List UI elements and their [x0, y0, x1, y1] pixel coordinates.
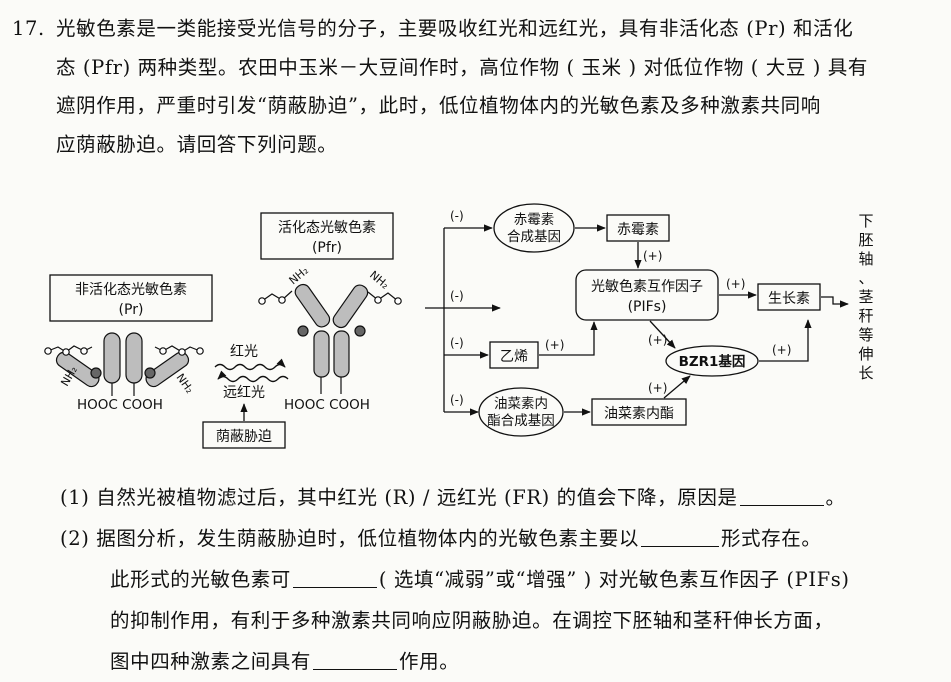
q1-number: (1) — [60, 486, 90, 509]
svg-text:合成基因: 合成基因 — [507, 228, 561, 245]
svg-text:赤霉素: 赤霉素 — [514, 212, 555, 228]
svg-text:光敏色素互作因子: 光敏色素互作因子 — [591, 278, 703, 295]
pfr-inhibition-lines — [425, 224, 501, 416]
pifs-node: 光敏色素互作因子 (PIFs) — [575, 269, 719, 321]
q2-line-4: 图中四种激素之间具有作用。 — [60, 641, 940, 682]
ethylene-node: 乙烯 — [489, 341, 539, 369]
svg-text:荫蔽胁迫: 荫蔽胁迫 — [216, 429, 272, 445]
question-number: 17. — [12, 17, 45, 40]
pfr-nh2-right: NH₂ — [367, 268, 391, 291]
svg-text:(PIFs): (PIFs) — [628, 299, 667, 315]
svg-text:BZR1基因: BZR1基因 — [679, 353, 746, 370]
pr-nh2-right: NH₂ — [174, 371, 197, 396]
intro-line-4: 应荫蔽胁迫。请回答下列问题。 — [56, 132, 338, 156]
red-light-wave — [214, 358, 286, 371]
pifs-to-bzr1-arrow — [649, 320, 676, 349]
question-intro: 17.光敏色素是一类能接受光信号的分子，主要吸收红光和远红光，具有非活化态 (P… — [12, 10, 937, 164]
br-synthesis-gene-node: 油菜素内 酯合成基因 — [478, 387, 564, 437]
pr-molecule — [44, 332, 204, 396]
svg-text:油菜素内: 油菜素内 — [494, 396, 548, 412]
auxin-node: 生长素 — [757, 283, 821, 311]
plus-pifs-bzr1: (+) — [648, 333, 667, 347]
minus-pifs: (-) — [450, 289, 464, 303]
plus-bzr1-result: (+) — [772, 343, 791, 357]
plus-ethylene-pifs: (+) — [545, 338, 564, 352]
bzr1-to-result-arrow — [759, 319, 812, 362]
phytochrome-diagram: 非活化态光敏色素 (Pr) NH₂ NH₂ HOOC COOH 红光 远红光 荫… — [44, 203, 874, 449]
q2-line-2: 此形式的光敏色素可( 选填“减弱”或“增强” ) 对光敏色素互作因子 (PIFs… — [60, 559, 940, 600]
minus-ga-gene: (-) — [450, 209, 464, 223]
svg-text:(Pr): (Pr) — [119, 302, 144, 318]
pr-label-box: 非活化态光敏色素 (Pr) — [49, 274, 213, 322]
minus-br-gene: (-) — [450, 393, 464, 407]
ga-node: 赤霉素 — [606, 214, 670, 242]
q2-line-3: 的抑制作用，有利于多种激素共同响应阴蔽胁迫。在调控下胚轴和茎秆伸长方面， — [110, 609, 834, 632]
red-light-label: 红光 — [230, 344, 258, 360]
plus-ga-pifs: (+) — [643, 249, 662, 263]
q2-number: (2) — [60, 527, 90, 550]
svg-text:生长素: 生长素 — [768, 291, 810, 307]
shade-stress-box: 荫蔽胁迫 — [202, 421, 286, 449]
svg-text:活化态光敏色素: 活化态光敏色素 — [278, 219, 376, 236]
far-red-light-label: 远红光 — [223, 385, 265, 401]
svg-text:非活化态光敏色素: 非活化态光敏色素 — [75, 281, 187, 298]
intro-line-1: 17.光敏色素是一类能接受光信号的分子，主要吸收红光和远红光，具有非活化态 (P… — [12, 10, 937, 49]
q2-relation-blank[interactable] — [313, 647, 398, 670]
q2-form-blank[interactable] — [640, 524, 719, 547]
br-to-bzr1-arrow — [663, 375, 691, 399]
q1-answer-blank[interactable] — [739, 483, 824, 506]
plus-br-bzr1: (+) — [648, 381, 667, 395]
br-node: 油菜素内酯 — [591, 398, 687, 426]
svg-text:酯合成基因: 酯合成基因 — [487, 412, 555, 429]
auxin-to-result-arrow — [821, 296, 849, 308]
elongation-result: 下胚轴、茎秆等伸长 — [858, 212, 873, 382]
ga-synthesis-gene-node: 赤霉素 合成基因 — [493, 203, 575, 253]
bzr1-gene-node: BZR1基因 — [665, 345, 759, 377]
intro-line-3: 遮阴作用，严重时引发“荫蔽胁迫”，此时，低位植物体内的光敏色素及多种激素共同响 — [56, 94, 821, 117]
minus-ethylene: (-) — [450, 336, 464, 350]
svg-text:下胚轴、茎秆等伸长: 下胚轴、茎秆等伸长 — [858, 212, 873, 382]
svg-text:乙烯: 乙烯 — [500, 349, 528, 365]
pr-hooc-cooh: HOOC COOH — [77, 397, 163, 413]
svg-text:油菜素内酯: 油菜素内酯 — [604, 406, 674, 422]
subquestions: (1) 自然光被植物滤过后，其中红光 (R) / 远红光 (FR) 的值会下降，… — [60, 477, 940, 682]
svg-text:赤霉素: 赤霉素 — [617, 222, 659, 238]
pfr-molecule — [258, 283, 402, 394]
far-red-light-wave — [217, 370, 289, 383]
pfr-label-box: 活化态光敏色素 (Pfr) — [260, 212, 394, 260]
pfr-hooc-cooh: HOOC COOH — [284, 397, 370, 413]
q2-line-1: (2) 据图分析，发生荫蔽胁迫时，低位植物体内的光敏色素主要以形式存在。 — [60, 518, 940, 559]
q1-line: (1) 自然光被植物滤过后，其中红光 (R) / 远红光 (FR) 的值会下降，… — [60, 477, 940, 518]
pfr-nh2-left: NH₂ — [287, 264, 311, 287]
q2-effect-blank[interactable] — [292, 565, 377, 588]
intro-line-2: 态 (Pfr) 两种类型。农田中玉米－大豆间作时，高位作物 ( 玉米 ) 对低位… — [56, 55, 868, 79]
plus-pifs-auxin: (+) — [726, 277, 745, 291]
ethylene-to-pifs-arrow — [539, 321, 598, 356]
svg-text:(Pfr): (Pfr) — [312, 240, 342, 256]
